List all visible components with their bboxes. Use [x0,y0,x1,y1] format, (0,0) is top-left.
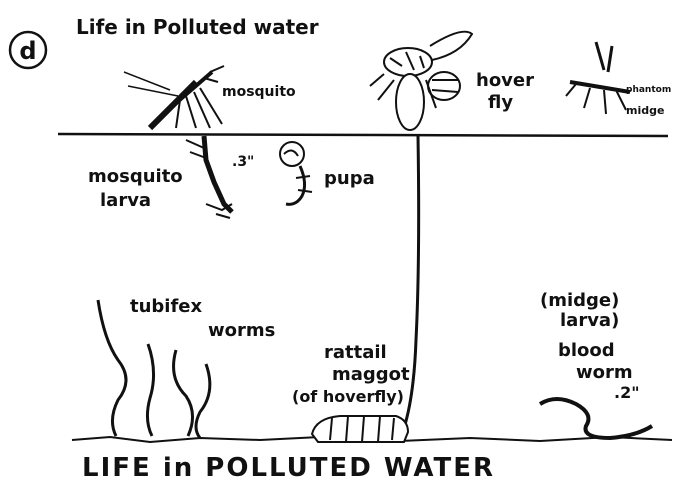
tubifex-label-1: tubifex [130,296,203,317]
mosquito-drawing [124,66,224,128]
mosquito-larva-label-2: larva [100,190,151,211]
hover-fly-label-1: hover [476,70,534,91]
bloodworm-label-2: worm [576,362,633,383]
diagram-title: Life in Polluted water [76,15,319,39]
pupa-drawing [280,142,312,204]
mosquito-larva-drawing [186,136,232,218]
bloodworm-size-label: .2" [614,383,640,402]
tubifex-worms-drawing [98,300,210,438]
tubifex-label-2: worms [208,320,275,341]
water-surface-line [58,134,668,136]
hover-fly-label-2: fly [488,92,513,113]
bloodworm-drawing [540,399,652,438]
rattail-label-1: rattail [324,342,387,363]
rattail-label-2: maggot [332,364,410,385]
midge-larva-label-1: (midge) [540,290,619,311]
phantom-midge-label-1: phantom [626,85,671,95]
panel-letter-badge: d [10,32,46,68]
panel-letter: d [19,37,36,65]
rattail-label-3: (of hoverfly) [292,387,404,406]
phantom-midge-label-2: midge [626,104,664,117]
pupa-label: pupa [324,168,375,189]
larva-size-label: .3" [232,154,254,170]
midge-larva-label-2: larva) [560,310,619,331]
hover-fly-drawing [370,32,472,130]
mosquito-larva-label-1: mosquito [88,166,183,187]
bottom-caption: LIFE in POLLUTED WATER [82,453,495,480]
rattail-maggot-drawing [312,416,408,442]
mosquito-label: mosquito [222,84,296,100]
phantom-midge-drawing [566,42,630,114]
bloodworm-label-1: blood [558,340,615,361]
